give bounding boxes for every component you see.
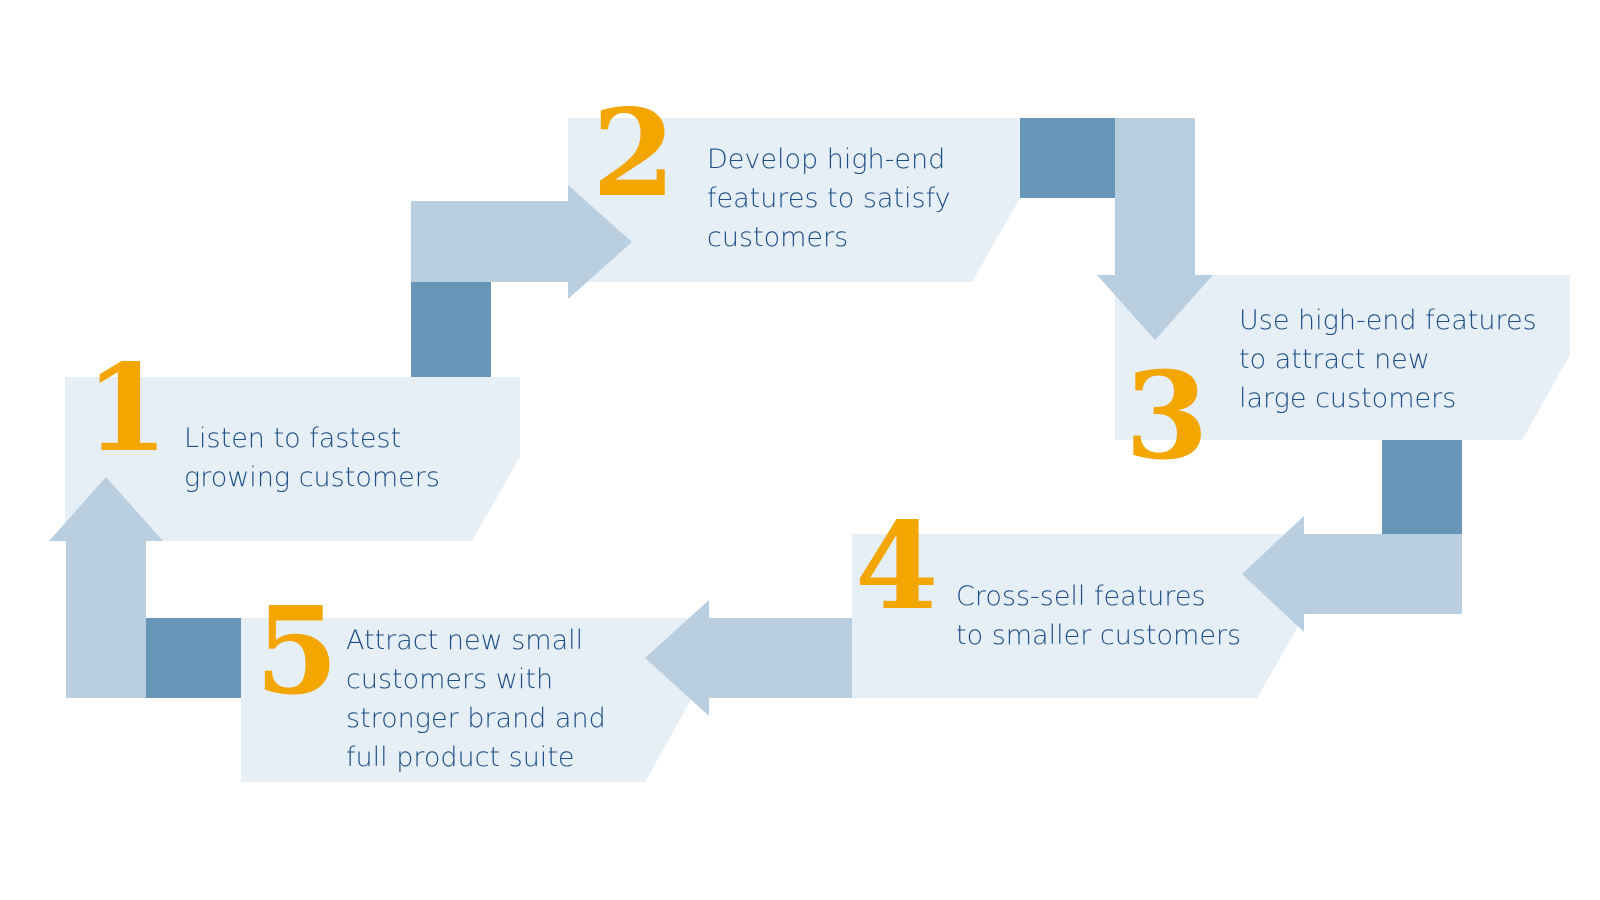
step-box-4 <box>852 534 1305 698</box>
step-5-line-3: stronger brand and <box>346 703 606 734</box>
step-text-1: Listen to fastest growing customers <box>184 423 440 493</box>
step-box-3 <box>1115 275 1570 440</box>
step-box-5 <box>241 618 692 782</box>
step-text-3: Use high-end features to attract new lar… <box>1239 305 1545 414</box>
step-2-line-3: customers <box>707 222 848 253</box>
connector-square-2-3 <box>1020 118 1115 198</box>
step-box-2 <box>568 118 1020 282</box>
connector-square-5-1 <box>146 618 241 698</box>
step-5-line-2: customers with <box>346 664 553 695</box>
step-4-line-2: to smaller customers <box>956 620 1241 651</box>
step-2-line-1: Develop high-end <box>707 144 945 175</box>
step-text-2: Develop high-end features to satisfy cus… <box>707 144 959 253</box>
step-5-line-1: Attract new small <box>346 625 583 656</box>
arrow-up-5-1 <box>49 477 163 698</box>
step-number-2: 2 <box>592 83 676 224</box>
step-number-4: 4 <box>855 496 939 637</box>
step-4-line-1: Cross-sell features <box>956 581 1206 612</box>
step-1-line-1: Listen to fastest <box>184 423 401 454</box>
arrow-right-1-2 <box>411 185 632 299</box>
arrow-down-2-3 <box>1097 118 1213 340</box>
step-text-5: Attract new small customers with stronge… <box>346 625 614 773</box>
step-2-line-2: features to satisfy <box>707 183 951 214</box>
step-3-line-1: Use high-end features <box>1239 305 1537 336</box>
step-5-line-4: full product suite <box>346 742 575 773</box>
step-box-1 <box>65 377 520 541</box>
step-1-line-2: growing customers <box>184 462 440 493</box>
step-text-4: Cross-sell features to smaller customers <box>956 581 1241 651</box>
step-number-1: 1 <box>85 338 169 479</box>
connector-square-3-4 <box>1382 440 1462 535</box>
arrow-left-3-4 <box>1242 516 1462 632</box>
step-3-line-2: to attract new <box>1239 344 1430 375</box>
step-number-5: 5 <box>255 581 339 722</box>
step-number-3: 3 <box>1125 346 1209 487</box>
connector-square-1-2 <box>411 282 491 377</box>
arrow-left-4-5 <box>645 600 852 716</box>
step-3-line-3: large customers <box>1239 383 1456 414</box>
